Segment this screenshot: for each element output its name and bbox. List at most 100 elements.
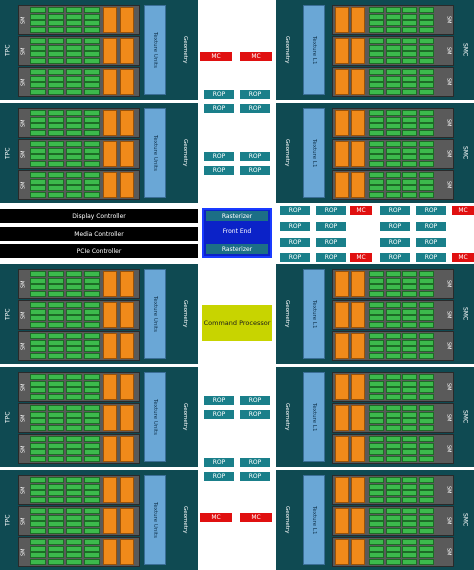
sm-core-cell — [48, 521, 64, 527]
mc-unit: MC — [200, 52, 232, 61]
rasterizer-bottom: Rasterizer — [206, 244, 268, 254]
sm-special-unit — [335, 436, 349, 462]
sm-core-cell — [66, 539, 82, 545]
sm-core-cell — [385, 82, 401, 88]
sm-core-cell — [402, 129, 417, 136]
sm-core-cell — [30, 277, 46, 284]
sm-core-cell — [369, 333, 384, 339]
sm-core-cell — [402, 346, 417, 352]
sm-core-cell — [66, 308, 82, 315]
sm-core-cell — [402, 116, 417, 123]
sm-core-cell — [369, 346, 384, 352]
sm-core-cell — [385, 387, 401, 393]
sm-core-cell — [30, 154, 46, 160]
sm-core-cell — [66, 160, 82, 167]
sm-core-cell — [418, 539, 434, 545]
sm-core-cell — [369, 123, 384, 129]
sm-core-cell — [30, 496, 46, 503]
sm-core-cell — [30, 558, 46, 565]
sm-core-cell — [48, 477, 64, 483]
sm-core-cell — [66, 514, 82, 521]
sm-core-cell — [66, 75, 82, 82]
sm-core-cell — [48, 346, 64, 352]
sm-core-cell — [385, 514, 401, 521]
sm-special-unit — [351, 302, 365, 328]
sm-core-cell — [48, 147, 64, 154]
sm-core-cell — [385, 483, 401, 490]
rop-unit: ROP — [240, 472, 270, 481]
sm-special-unit — [335, 69, 349, 95]
sm-core-cell — [369, 290, 384, 297]
sm-core-cell — [369, 442, 384, 449]
smc-label: SMC — [461, 43, 469, 57]
sm-special-unit — [351, 110, 365, 136]
sm-core-cell — [369, 424, 384, 431]
sm-core-cell — [66, 455, 82, 462]
sm-core-cell — [48, 490, 64, 496]
sm-core-cell — [385, 75, 401, 82]
sm-core-cell — [369, 527, 384, 534]
sm-core-cell — [385, 558, 401, 565]
sm-core-cell — [30, 393, 46, 400]
sm-special-unit — [351, 539, 365, 565]
sm-core-cell — [48, 539, 64, 545]
sm-core-cell — [385, 346, 401, 352]
tpc-label: TPC — [4, 308, 12, 320]
sm-core-cell — [385, 20, 401, 26]
sm-core-cell — [402, 449, 417, 455]
sm-core-cell — [66, 178, 82, 185]
sm-core-cell — [66, 44, 82, 51]
sm-core-cell — [385, 116, 401, 123]
sm-core-cell — [66, 496, 82, 503]
sm-core-cell — [30, 44, 46, 51]
sm-special-unit — [351, 374, 365, 400]
sm-core-cell — [30, 271, 46, 277]
sm-special-unit — [351, 38, 365, 64]
sm-core-cell — [66, 154, 82, 160]
sm-core-cell — [66, 51, 82, 57]
sm-core-cell — [66, 69, 82, 75]
sm-core-cell — [48, 110, 64, 116]
sm-core-cell — [30, 26, 46, 33]
sm-core-cell — [84, 496, 100, 503]
sm-special-unit — [120, 7, 134, 33]
sm-core-cell — [418, 352, 434, 359]
sm-core-cell — [48, 483, 64, 490]
sm-core-cell — [30, 38, 46, 44]
sm-core-cell — [418, 558, 434, 565]
sm-core-cell — [369, 521, 384, 527]
sm-core-cell — [385, 160, 401, 167]
sm-core-cell — [48, 514, 64, 521]
sm-core-cell — [48, 449, 64, 455]
sm-core-cell — [402, 380, 417, 387]
sm-core-cell — [402, 387, 417, 393]
sm-core-cell — [48, 82, 64, 88]
sm-label: SM — [20, 311, 27, 319]
sm-core-cell — [402, 352, 417, 359]
sm-special-unit — [351, 69, 365, 95]
rop-unit: ROP — [280, 222, 310, 231]
sm-core-cell — [385, 321, 401, 328]
sm-core-cell — [418, 172, 434, 178]
sm-core-cell — [30, 191, 46, 198]
sm-core-cell — [84, 455, 100, 462]
sm-core-cell — [418, 483, 434, 490]
sm-core-cell — [402, 483, 417, 490]
sm-core-cell — [418, 442, 434, 449]
geometry-label: Geometry — [182, 139, 188, 167]
sm-core-cell — [66, 424, 82, 431]
sm-core-cell — [84, 44, 100, 51]
sm-core-cell — [402, 308, 417, 315]
sm-core-cell — [30, 185, 46, 191]
rop-unit: ROP — [380, 222, 410, 231]
geometry-label: Geometry — [284, 300, 290, 328]
geometry-label: Geometry — [284, 139, 290, 167]
sm-core-cell — [385, 129, 401, 136]
mc-unit: MC — [240, 513, 272, 522]
sm-core-cell — [66, 185, 82, 191]
sm-core-cell — [385, 44, 401, 51]
sm-core-cell — [66, 147, 82, 154]
sm-core-cell — [418, 411, 434, 418]
sm-core-cell — [385, 539, 401, 545]
sm-special-unit — [351, 271, 365, 297]
